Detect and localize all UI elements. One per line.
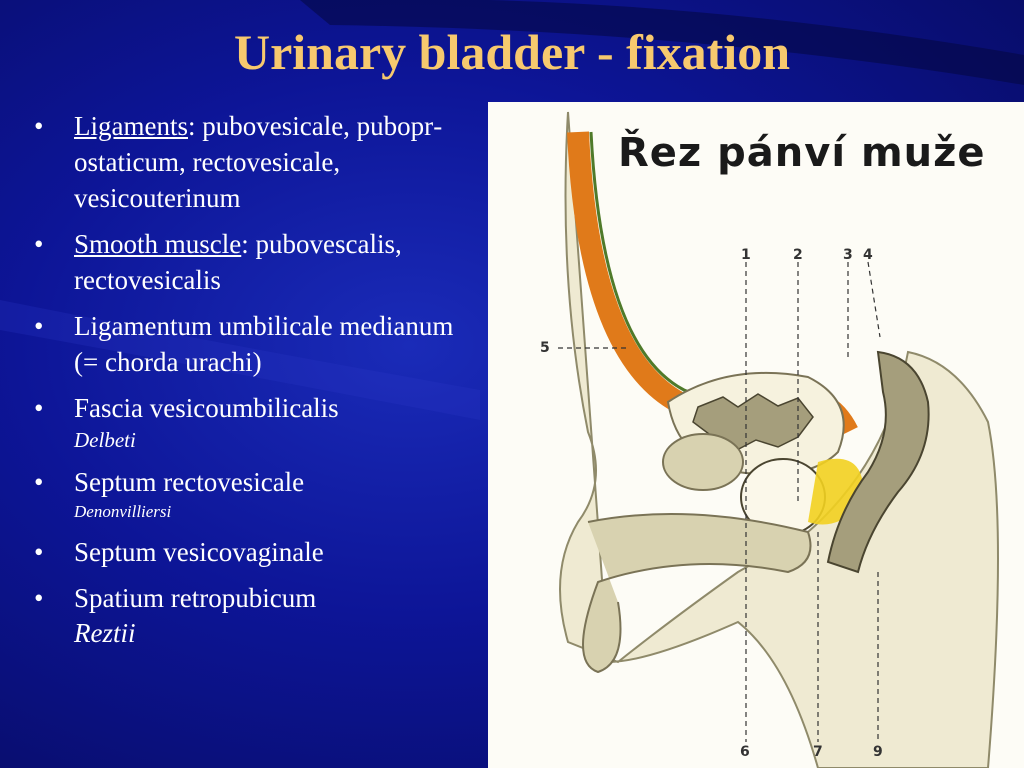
pelvis-section-illustration — [558, 111, 999, 768]
bullet-subtitle: Denonvilliersi — [74, 502, 172, 521]
figure-label: 3 — [843, 247, 853, 263]
bullet-subtitle: Delbeti — [74, 428, 136, 452]
figure-title: Řez pánví muže — [618, 130, 986, 176]
title-bold: Urinary bladder — [233, 24, 585, 80]
figure-label: 2 — [793, 247, 803, 263]
bullet-septum-rectovesicale: • Septum rectovesicale Denonvilliersi — [30, 464, 470, 524]
bullet-lead: Smooth muscle — [74, 229, 242, 259]
figure-label: 4 — [863, 247, 873, 263]
bullet-spatium: • Spatium retropubicum Reztii — [30, 580, 470, 650]
bullet-list: • Ligaments: pubovesicale, pubopr­ostati… — [30, 108, 470, 660]
bullet-fascia: • Fascia vesicoumbilicalis Delbeti — [30, 390, 470, 454]
figure-label: 6 — [740, 744, 750, 760]
title-rest: - fixation — [584, 24, 791, 80]
figure-label: 7 — [813, 744, 823, 760]
figure-label: 5 — [540, 340, 550, 356]
figure-label: 9 — [873, 744, 883, 760]
bullet-septum-vesicovaginale: • Septum vesicovaginale — [34, 537, 324, 567]
anatomy-figure: Řez pánví muže 1 2 3 4 5 6 7 9 — [488, 102, 1024, 768]
slide-title: Urinary bladder - fixation — [0, 20, 1024, 84]
bullet-lead: Ligaments — [74, 111, 188, 141]
bullet-smooth-muscle: • Smooth muscle: pubovescalis, rectovesi… — [34, 229, 402, 295]
bullet-ligamentum: • Ligamentum umbilicale medianum (= chor… — [34, 311, 454, 377]
bullet-ligaments: • Ligaments: pubovesicale, pubopr­ostati… — [34, 111, 443, 213]
bullet-subtitle: Reztii — [74, 618, 136, 648]
figure-label: 1 — [741, 247, 751, 263]
